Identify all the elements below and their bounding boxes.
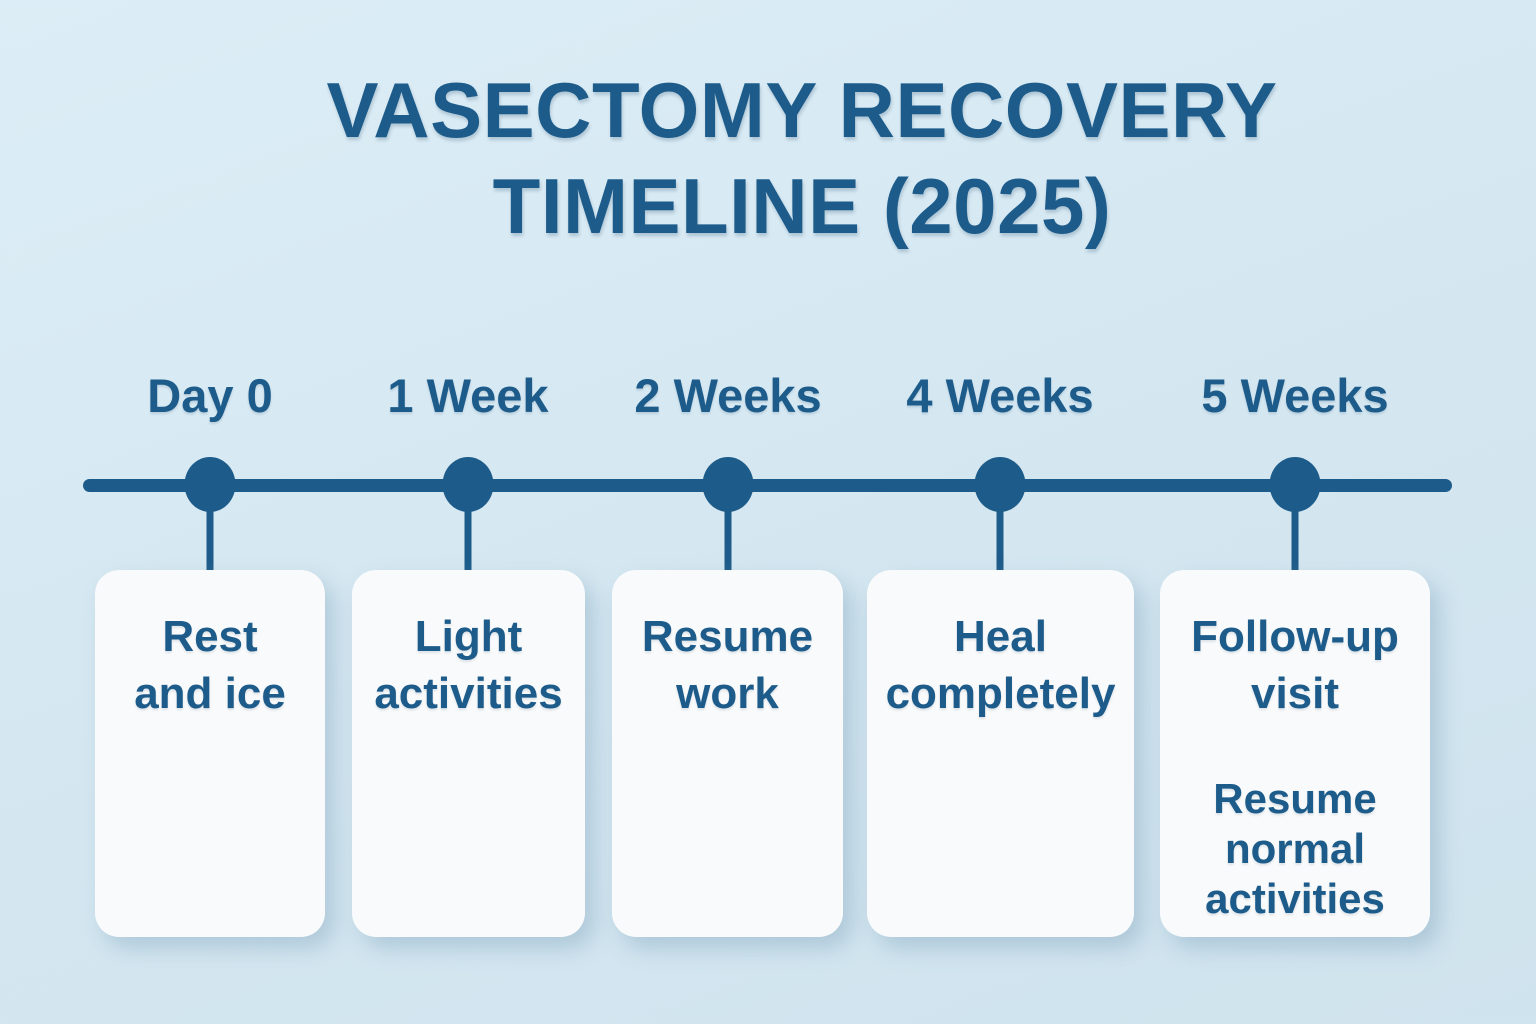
card-text: Follow-up visit: [1191, 612, 1399, 718]
connector-line: [724, 500, 732, 572]
milestone-card-day-0: Rest and ice: [95, 570, 325, 937]
connector-line: [464, 500, 472, 572]
connector-line: [996, 500, 1004, 572]
card-text: Resume work: [641, 612, 814, 718]
card-text: Heal completely: [885, 612, 1116, 718]
milestone-label: 5 Weeks: [1201, 369, 1389, 422]
milestone-card-2-weeks: Resume work: [612, 570, 843, 937]
card-text-secondary: Resume normal activities: [1205, 775, 1385, 922]
page-title: VASECTOMY RECOVERY TIMELINE (2025): [34, 62, 1536, 254]
milestone-label: Day 0: [147, 369, 273, 422]
milestone-label: 2 Weeks: [634, 369, 822, 422]
page-title-line-1: VASECTOMY RECOVERY: [326, 66, 1278, 154]
connector-line: [1291, 500, 1299, 572]
card-text: Rest and ice: [134, 612, 286, 718]
milestone-card-4-weeks: Heal completely: [867, 570, 1134, 937]
card-text: Light activities: [374, 612, 563, 718]
timeline-axis: [83, 479, 1452, 492]
milestone-card-5-weeks: Follow-up visit Resume normal activities: [1160, 570, 1430, 937]
milestone-label: 1 Week: [387, 369, 549, 422]
connector-line: [206, 500, 214, 572]
milestone-label: 4 Weeks: [906, 369, 1094, 422]
milestone-card-1-week: Light activities: [352, 570, 585, 937]
page-title-line-2: TIMELINE (2025): [492, 162, 1112, 250]
